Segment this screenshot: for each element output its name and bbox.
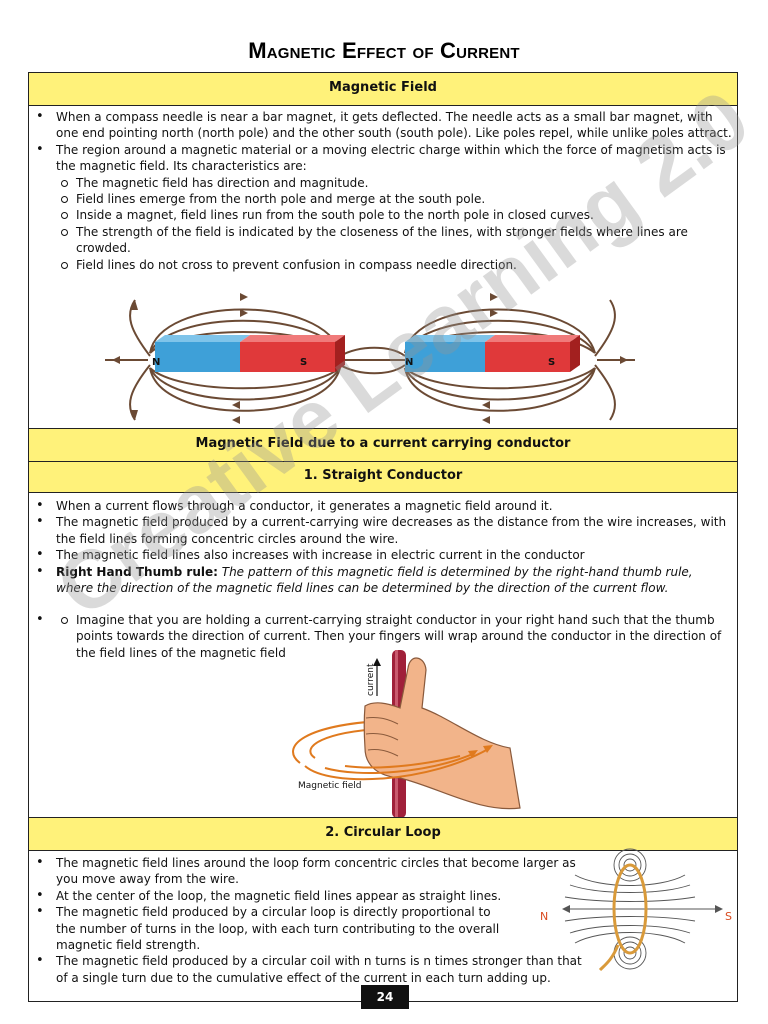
list-item: Right Hand Thumb rule: The pattern of th… [30, 564, 732, 597]
list-item: Field lines emerge from the north pole a… [56, 191, 732, 207]
loop-south-label: S [725, 910, 732, 923]
section-heading-circular-loop: 2. Circular Loop [28, 817, 738, 851]
list-item: The magnetic field produced by a circula… [30, 953, 595, 986]
imagine-list: Imagine that you are holding a current-c… [30, 612, 732, 661]
list-item: Imagine that you are holding a current-c… [56, 612, 732, 661]
rule-label: Right Hand Thumb rule: [56, 564, 218, 579]
rule-text: The pattern of this magnetic field is de… [56, 564, 693, 596]
list-item: The region around a magnetic material or… [30, 142, 732, 273]
field-characteristics-list: The magnetic field has direction and mag… [56, 175, 732, 273]
magnet-pole-label: N [152, 357, 160, 368]
list-item: Field lines do not cross to prevent conf… [56, 257, 732, 273]
list-item: The magnetic field produced by a circula… [30, 904, 510, 953]
magnet-pole-label: S [548, 357, 555, 368]
list-item: The magnetic field lines around the loop… [30, 855, 595, 888]
list-item: At the center of the loop, the magnetic … [30, 888, 595, 905]
magnetic-field-label: Magnetic field [298, 781, 362, 791]
right-hand-thumb-rule-figure: current Magnetic field [292, 650, 521, 818]
list-item: The magnetic field has direction and mag… [56, 175, 732, 191]
section-heading-magnetic-field: Magnetic Field [28, 72, 738, 106]
imagine-sublist: Imagine that you are holding a current-c… [56, 612, 732, 661]
section-heading-straight-conductor: 1. Straight Conductor [28, 461, 738, 493]
section-heading-conductor: Magnetic Field due to a current carrying… [28, 428, 738, 462]
page-number: 24 [361, 985, 409, 1009]
magnet-pole-label: N [405, 357, 413, 368]
list-item: The magnetic field lines also increases … [30, 547, 732, 564]
list-item: The magnetic field produced by a current… [30, 514, 732, 547]
loop-north-label: N [540, 910, 548, 923]
list-item: When a compass needle is near a bar magn… [30, 109, 732, 142]
list-item: The strength of the field is indicated b… [56, 224, 732, 257]
list-item: Inside a magnet, field lines run from th… [56, 207, 732, 223]
bar-magnets-field-figure: N S N S [105, 293, 635, 424]
list-item: Imagine that you are holding a current-c… [30, 612, 732, 661]
circular-loop-field-figure: N S [540, 848, 732, 972]
magnet-pole-label: S [300, 357, 307, 368]
straight-conductor-list: When a current flows through a conductor… [30, 498, 732, 596]
magnetic-field-list: When a compass needle is near a bar magn… [30, 109, 732, 273]
current-label: current [366, 663, 376, 696]
circular-loop-list: The magnetic field lines around the loop… [30, 855, 595, 986]
list-item-text: The region around a magnetic material or… [56, 142, 726, 174]
page-title: Magnetic Effect of Current [248, 38, 520, 63]
list-item: When a current flows through a conductor… [30, 498, 732, 515]
